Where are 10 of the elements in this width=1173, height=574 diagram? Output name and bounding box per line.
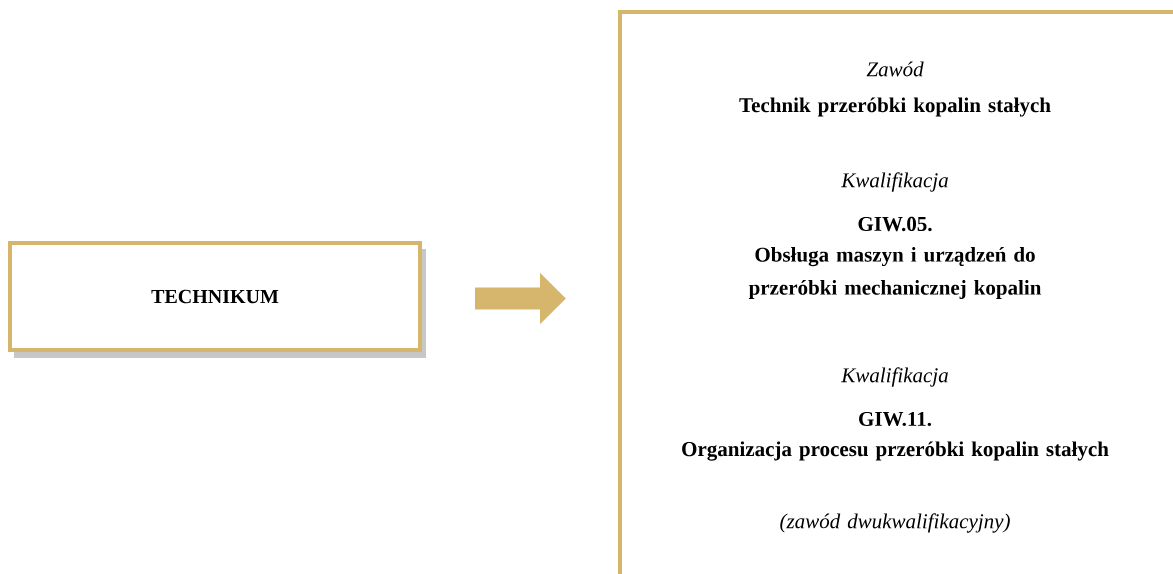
- caption-text: (zawód dwukwalifikacyjny): [780, 513, 1010, 533]
- heading-text: GIW.11.: [859, 411, 932, 427]
- caption-text: Kwalifikacja: [841, 172, 948, 192]
- caption-text: Kwalifikacja: [841, 367, 948, 387]
- heading-text: GIW.05.: [858, 216, 932, 232]
- heading-text: Technik przeróbki kopalin stałych: [739, 97, 1051, 117]
- caption-text: Zawód: [866, 61, 924, 77]
- label-box: TECHNIKUM: [8, 241, 426, 358]
- heading-text: Obsługa maszyn i urządzeń do przeróbki mechanicznej kopalin: [748, 247, 1042, 300]
- heading-text: Organizacja procesu przeróbki kopalin stałych: [682, 441, 1109, 461]
